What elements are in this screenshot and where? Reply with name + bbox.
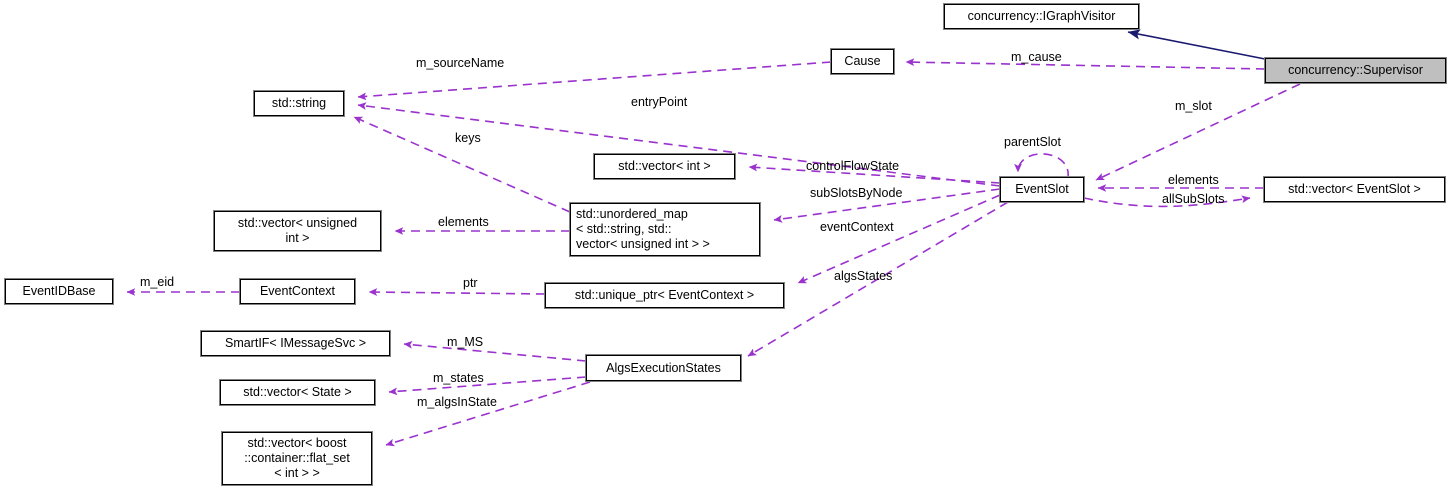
edge-label-entryPoint: entryPoint bbox=[631, 95, 688, 109]
node-std-string[interactable]: std::string bbox=[253, 90, 345, 117]
edge-label-keys: keys bbox=[455, 131, 481, 145]
edge-label-controlFlowState: controlFlowState bbox=[806, 159, 900, 173]
node-std-vector-state[interactable]: std::vector< State > bbox=[219, 379, 376, 406]
edge-parentSlot bbox=[1014, 153, 1069, 179]
node-smartif-imessagesvc[interactable]: SmartIF< IMessageSvc > bbox=[200, 330, 391, 357]
edge-label-m_sourceName: m_sourceName bbox=[416, 56, 505, 70]
node-std-vector-int[interactable]: std::vector< int > bbox=[593, 153, 736, 180]
node-cause[interactable]: Cause bbox=[830, 48, 895, 75]
edge-m_cause bbox=[905, 58, 1266, 70]
edge-label-elements-eventslot: elements bbox=[1168, 173, 1219, 187]
edge-label-m_MS: m_MS bbox=[447, 335, 484, 349]
edge-label-m_states: m_states bbox=[433, 371, 484, 385]
node-std-unordered-map[interactable]: std::unordered_map < std::string, std:: … bbox=[569, 202, 761, 257]
node-eventidbase[interactable]: EventIDBase bbox=[4, 278, 114, 305]
edge-label-parentSlot: parentSlot bbox=[1004, 135, 1061, 149]
node-std-vector-boost-flat-set[interactable]: std::vector< boost ::container::flat_set… bbox=[221, 431, 373, 486]
node-concurrency-supervisor[interactable]: concurrency::Supervisor bbox=[1264, 57, 1447, 84]
edge-m_MS bbox=[403, 340, 587, 362]
node-eventcontext[interactable]: EventContext bbox=[239, 278, 356, 305]
node-std-vector-eventslot[interactable]: std::vector< EventSlot > bbox=[1263, 176, 1446, 203]
edge-label-m_algsInState: m_algsInState bbox=[417, 395, 497, 409]
edge-eventContext bbox=[797, 194, 1001, 284]
edge-label-m_cause: m_cause bbox=[1011, 50, 1062, 64]
edge-label-elements-map: elements bbox=[438, 215, 489, 229]
node-concurrency-igraphvisitor[interactable]: concurrency::IGraphVisitor bbox=[943, 3, 1140, 30]
edge-ptr bbox=[368, 288, 546, 296]
node-algsexecutionstates[interactable]: AlgsExecutionStates bbox=[585, 354, 742, 382]
edge-m_algsInState bbox=[385, 381, 591, 447]
node-eventslot[interactable]: EventSlot bbox=[999, 176, 1085, 203]
node-std-unique-ptr-eventcontext[interactable]: std::unique_ptr< EventContext > bbox=[544, 282, 785, 309]
edge-m_states bbox=[388, 376, 587, 396]
edge-inheritance-supervisor-igraphvisitor bbox=[1127, 29, 1266, 60]
edge-label-allSubSlots: allSubSlots bbox=[1162, 192, 1225, 206]
edge-label-eventContext: eventContext bbox=[820, 220, 894, 234]
edge-label-m_eid: m_eid bbox=[140, 275, 175, 289]
edge-label-subSlotsByNode: subSlotsByNode bbox=[810, 186, 903, 200]
edge-label-algsStates: algsStates bbox=[834, 269, 893, 283]
node-std-vector-unsigned-int[interactable]: std::vector< unsigned int > bbox=[213, 210, 382, 252]
edge-label-m_slot: m_slot bbox=[1175, 99, 1212, 113]
edge-label-ptr: ptr bbox=[463, 276, 478, 290]
